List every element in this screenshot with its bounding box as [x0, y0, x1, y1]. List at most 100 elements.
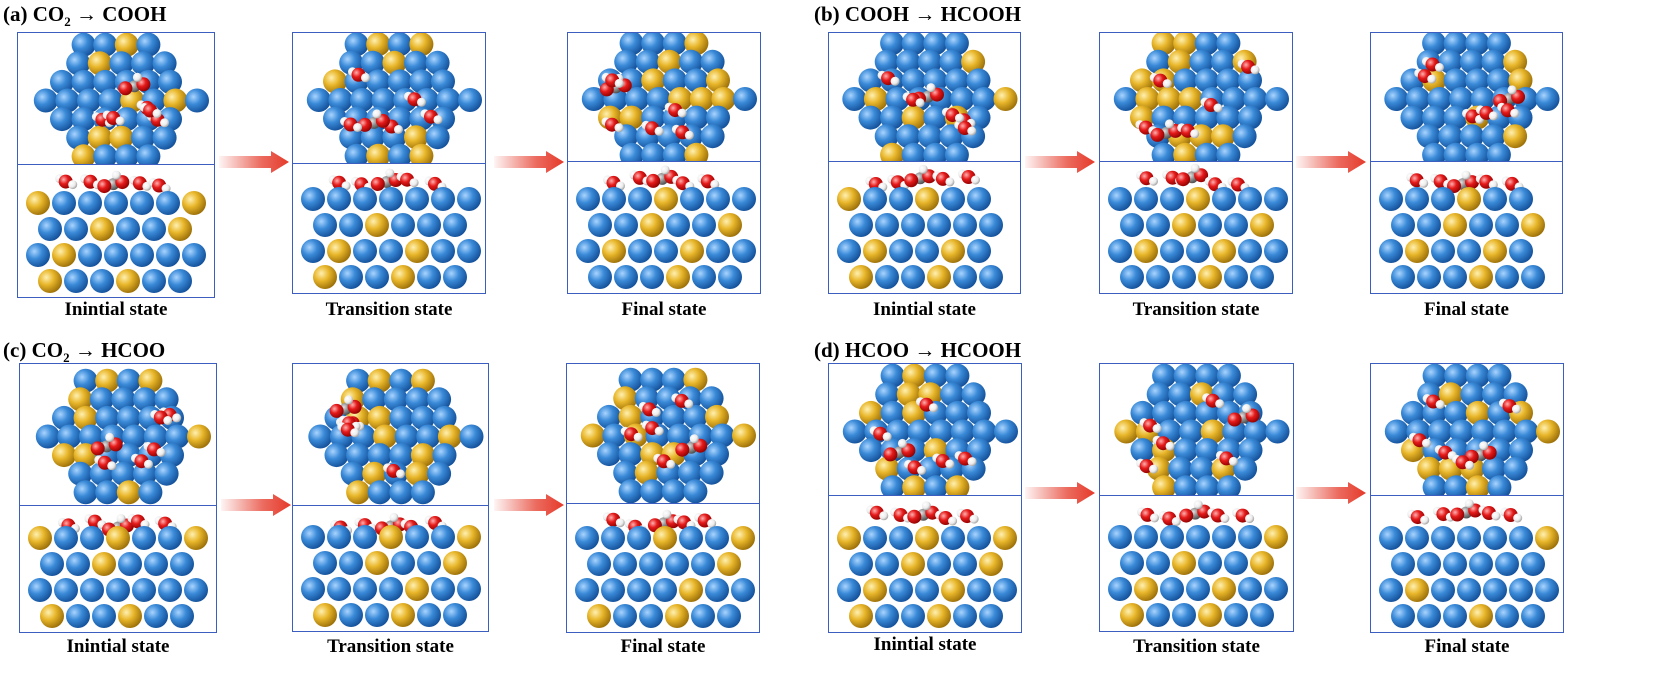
- hydrogen-atom: [1435, 400, 1445, 409]
- metal-atom: [71, 33, 96, 57]
- metal-atom: [1264, 187, 1288, 211]
- metal-atom: [111, 461, 136, 486]
- hydrogen-atom: [1213, 103, 1223, 113]
- caption-d-final: Final state: [1424, 636, 1510, 657]
- metal-atom: [994, 419, 1018, 444]
- metal-atom: [437, 424, 462, 449]
- metal-atom: [131, 51, 155, 76]
- arrow-d-2: [1296, 482, 1366, 504]
- metal-atom: [301, 525, 325, 549]
- metal-atom: [923, 475, 948, 495]
- metal-atom: [64, 269, 88, 293]
- metal-atom: [1120, 265, 1144, 289]
- metal-atom: [1108, 239, 1132, 263]
- metal-atom: [602, 239, 626, 263]
- hydrogen-atom: [105, 432, 115, 442]
- arrow-c-2: [494, 494, 564, 516]
- metal-atom: [1264, 239, 1288, 263]
- metal-atom: [1198, 213, 1222, 237]
- metal-atom: [339, 551, 363, 575]
- metal-atom: [443, 265, 467, 289]
- metal-atom: [1391, 552, 1415, 576]
- metal-atom: [640, 479, 665, 503]
- view-divider: [829, 161, 1020, 162]
- metal-atom: [50, 69, 74, 94]
- metal-atom: [640, 265, 664, 289]
- metal-atom: [1428, 419, 1452, 444]
- metal-atom: [619, 142, 644, 161]
- metal-atom: [1465, 400, 1490, 425]
- metal-atom: [1405, 526, 1429, 550]
- metal-atom: [580, 423, 605, 448]
- metal-atom: [944, 33, 969, 56]
- metal-atom: [614, 265, 638, 289]
- metal-atom: [1391, 213, 1415, 237]
- hydrogen-atom: [614, 123, 624, 133]
- metal-atom: [683, 367, 708, 392]
- metal-atom: [837, 239, 861, 263]
- hydrogen-atom: [633, 432, 643, 442]
- hydrogen-atom: [677, 108, 687, 118]
- hydrogen-atom: [161, 184, 171, 193]
- metal-atom: [1483, 187, 1507, 211]
- hydrogen-atom: [396, 469, 405, 479]
- metal-atom: [628, 187, 652, 211]
- metal-atom: [1469, 604, 1493, 628]
- metal-atom: [154, 461, 179, 486]
- metal-atom: [661, 367, 686, 392]
- metal-atom: [409, 33, 434, 57]
- hydrogen-atom: [389, 512, 399, 522]
- hydrogen-atom: [372, 109, 382, 119]
- metal-atom: [1172, 213, 1196, 237]
- metal-atom: [64, 217, 88, 241]
- metal-atom: [1178, 87, 1203, 111]
- metal-atom: [597, 442, 621, 467]
- metal-atom: [917, 49, 942, 74]
- hydrogen-atom: [353, 123, 363, 132]
- metal-atom: [950, 87, 975, 111]
- metal-atom: [55, 88, 80, 113]
- metal-atom: [387, 33, 412, 57]
- metal-atom: [154, 387, 179, 412]
- metal-atom: [950, 419, 975, 444]
- metal-atom: [116, 368, 141, 393]
- oxygen-atom: [370, 177, 385, 191]
- metal-atom: [410, 368, 435, 393]
- metal-atom: [1422, 364, 1447, 388]
- metal-atom: [1379, 578, 1403, 602]
- metal-atom: [1465, 475, 1490, 495]
- metal-atom: [1198, 603, 1222, 627]
- metal-atom: [667, 423, 692, 448]
- metal-atom: [152, 125, 177, 150]
- metal-atom: [656, 386, 681, 411]
- metal-atom: [979, 265, 1003, 289]
- panel-title-b: (b) COOH → HCOOH: [814, 2, 1022, 26]
- metal-atom: [457, 239, 481, 263]
- metal-atom: [457, 577, 481, 601]
- side-view: [575, 509, 755, 628]
- metal-atom: [842, 87, 867, 111]
- oxygen-atom: [883, 447, 898, 462]
- metal-atom: [889, 187, 913, 211]
- metal-atom: [635, 49, 660, 74]
- metal-atom: [1173, 105, 1198, 130]
- metal-atom: [929, 419, 954, 444]
- metal-atom: [1130, 438, 1155, 463]
- metal-atom: [26, 191, 50, 215]
- hydrogen-atom: [1419, 178, 1429, 188]
- metal-atom: [66, 552, 90, 576]
- metal-atom: [849, 265, 873, 289]
- metal-atom: [40, 552, 64, 576]
- metal-atom: [323, 69, 347, 94]
- metal-atom: [684, 105, 709, 130]
- hydrogen-atom: [1193, 500, 1203, 510]
- metal-atom: [1444, 475, 1469, 495]
- metal-atom: [1172, 551, 1196, 575]
- metal-atom: [443, 551, 467, 575]
- metal-atom: [417, 603, 441, 627]
- hydrogen-atom: [890, 76, 900, 86]
- metal-atom: [353, 239, 377, 263]
- metal-atom: [618, 479, 643, 503]
- metal-atom: [1264, 577, 1288, 601]
- metal-atom: [367, 443, 392, 468]
